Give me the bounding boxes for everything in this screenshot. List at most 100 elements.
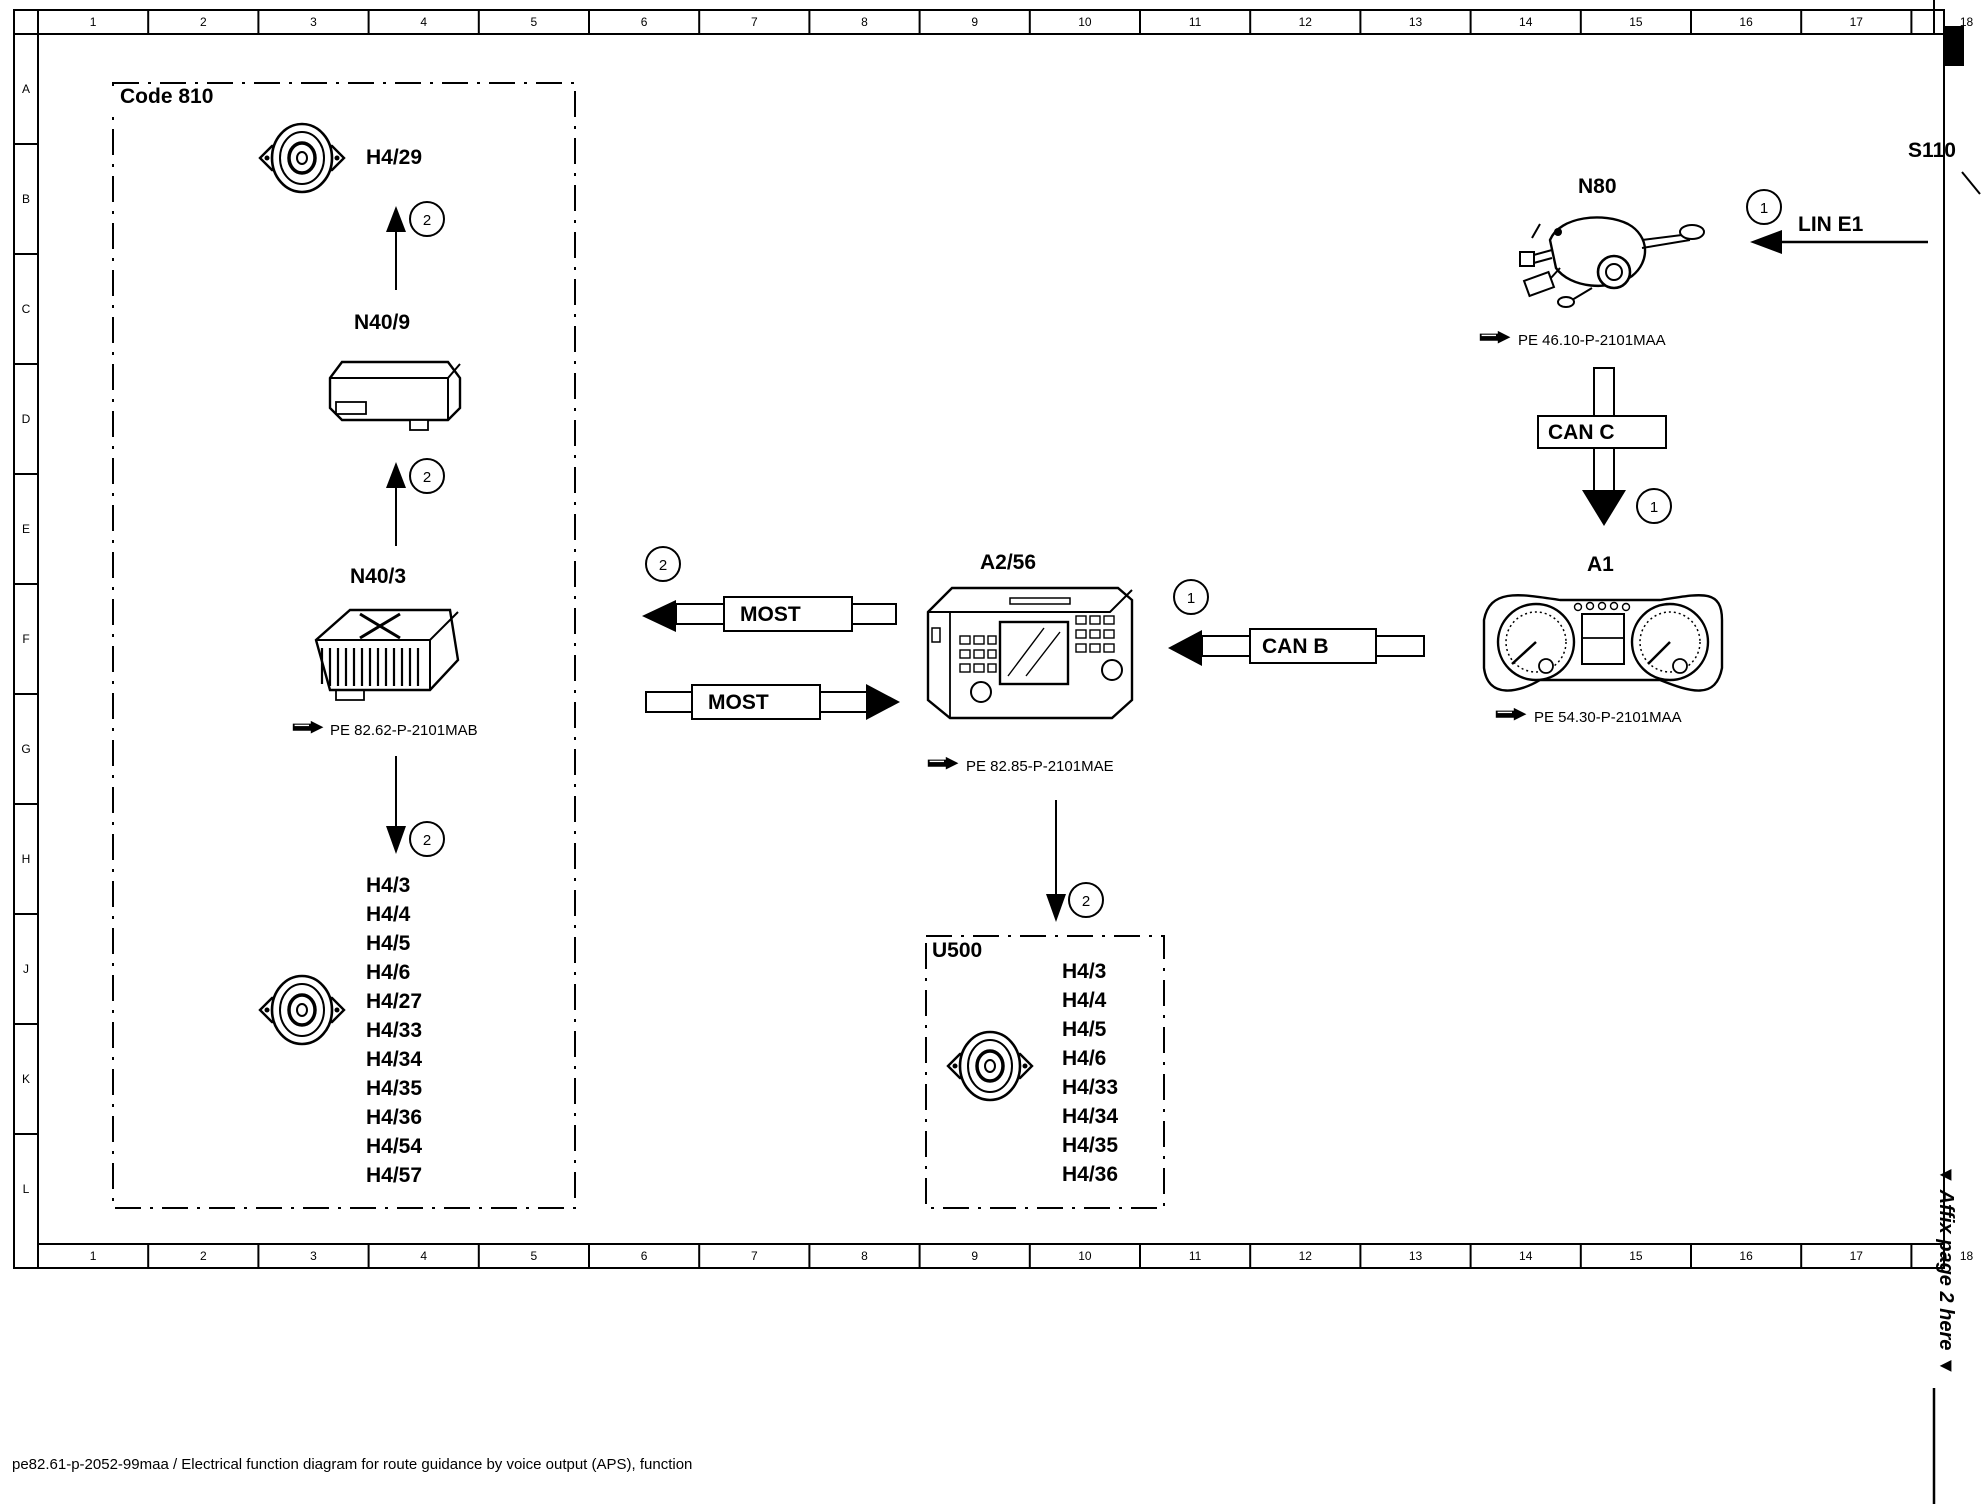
n80-label: N80 <box>1578 175 1617 198</box>
binder-mark-icon <box>1944 26 1964 66</box>
affix-note: ▼ Affix page 2 here ▼ <box>1935 1165 1957 1376</box>
marker-n40-9-up: 2 <box>423 212 431 229</box>
u500-label: U500 <box>932 939 982 962</box>
speaker-label: H4/35 <box>1062 1134 1118 1157</box>
grid-row-F: F <box>22 632 29 646</box>
grid-col-bottom-9: 9 <box>971 1249 978 1263</box>
grid-row-B: B <box>22 192 30 206</box>
grid-col-bottom-12: 12 <box>1299 1249 1313 1263</box>
n80-ref-pointer-icon <box>1479 330 1512 345</box>
speaker-label: H4/3 <box>366 874 410 897</box>
grid-col-top-3: 3 <box>310 15 317 29</box>
marker-n40-3-up: 2 <box>423 469 431 486</box>
footer-caption: pe82.61-p-2052-99maa / Electrical functi… <box>12 1456 693 1473</box>
speaker-h4-29-icon <box>258 122 346 194</box>
speaker-label: H4/5 <box>366 932 411 955</box>
grid-col-bottom-10: 10 <box>1078 1249 1092 1263</box>
grid-row-J: J <box>23 962 29 976</box>
n40-3-amplifier-icon <box>314 608 460 701</box>
grid-col-top-11: 11 <box>1189 15 1202 29</box>
n40-9-module-icon <box>328 360 462 431</box>
grid-col-bottom-18: 18 <box>1960 1249 1974 1263</box>
grid-col-bottom-2: 2 <box>200 1249 207 1263</box>
grid-col-top-6: 6 <box>641 15 648 29</box>
can-c-label: CAN C <box>1548 421 1615 444</box>
grid-col-bottom-16: 16 <box>1739 1249 1753 1263</box>
grid-col-top-4: 4 <box>420 15 427 29</box>
grid-col-top-7: 7 <box>751 15 758 29</box>
grid-col-top-2: 2 <box>200 15 207 29</box>
can-c-bus-box <box>1537 415 1667 449</box>
grid-col-top-16: 16 <box>1739 15 1753 29</box>
grid-col-bottom-11: 11 <box>1189 1249 1202 1263</box>
grid-col-bottom-8: 8 <box>861 1249 868 1263</box>
grid-col-bottom-1: 1 <box>90 1249 97 1263</box>
can-c-arrowhead <box>1582 490 1626 526</box>
grid-row-E: E <box>22 522 30 536</box>
speaker-label: H4/4 <box>366 903 411 926</box>
code-810-boundary <box>112 82 576 1209</box>
a2-56-label: A2/56 <box>980 551 1036 574</box>
code-810-label: Code 810 <box>120 85 213 108</box>
speaker-group-left-icon <box>258 974 346 1046</box>
grid-row-C: C <box>22 302 31 316</box>
grid-col-bottom-14: 14 <box>1519 1249 1533 1263</box>
most-out-bus-box <box>723 596 853 632</box>
grid-row-G: G <box>21 742 30 756</box>
a1-ref-pointer-icon <box>1495 707 1528 722</box>
speaker-label: H4/57 <box>366 1164 422 1187</box>
speaker-label: H4/4 <box>1062 989 1107 1012</box>
grid-row-K: K <box>22 1072 30 1086</box>
grid-row-L: L <box>23 1182 30 1196</box>
grid-col-top-18: 18 <box>1960 15 1974 29</box>
speaker-label: H4/6 <box>366 961 410 984</box>
most-out-arrowhead <box>642 600 676 632</box>
a1-ref: PE 54.30-P-2101MAA <box>1534 709 1682 726</box>
grid-col-top-9: 9 <box>971 15 978 29</box>
n80-ref: PE 46.10-P-2101MAA <box>1518 332 1666 349</box>
speaker-group-left-labels: H4/3H4/4H4/5H4/6H4/27H4/33H4/34H4/35H4/3… <box>366 874 422 1187</box>
grid-col-top-15: 15 <box>1629 15 1643 29</box>
grid-col-top-1: 1 <box>90 15 97 29</box>
u500-boundary <box>925 935 1165 1209</box>
a1-label: A1 <box>1587 553 1614 576</box>
n40-3-ref: PE 82.62-P-2101MAB <box>330 722 478 739</box>
sheet-id: S110 <box>1908 139 1956 162</box>
grid-col-top-10: 10 <box>1078 15 1092 29</box>
speaker-h4-29-label: H4/29 <box>366 146 422 169</box>
speaker-label: H4/34 <box>1062 1105 1118 1128</box>
grid-col-bottom-17: 17 <box>1850 1249 1864 1263</box>
speaker-label: H4/36 <box>366 1106 422 1129</box>
speaker-label: H4/5 <box>1062 1018 1107 1041</box>
grid-col-bottom-3: 3 <box>310 1249 317 1263</box>
a2-56-head-unit-icon <box>926 586 1134 720</box>
most-in-label: MOST <box>708 691 769 714</box>
can-b-label: CAN B <box>1262 635 1329 658</box>
speaker-label: H4/34 <box>366 1048 422 1071</box>
marker-n40-3-down: 2 <box>423 832 431 849</box>
n40-9-label: N40/9 <box>354 311 410 334</box>
can-b-arrowhead <box>1168 630 1202 666</box>
grid-col-top-8: 8 <box>861 15 868 29</box>
grid-ticks <box>14 10 1913 1268</box>
grid-col-top-14: 14 <box>1519 15 1533 29</box>
marker-lin: 1 <box>1760 200 1768 217</box>
lin-label: LIN E1 <box>1798 213 1864 236</box>
grid-col-bottom-15: 15 <box>1629 1249 1643 1263</box>
speaker-label: H4/36 <box>1062 1163 1118 1186</box>
can-b-bus-box <box>1249 628 1377 664</box>
speaker-label: H4/35 <box>366 1077 422 1100</box>
speaker-label: H4/3 <box>1062 960 1106 983</box>
grid-row-D: D <box>22 412 31 426</box>
grid-col-bottom-4: 4 <box>420 1249 427 1263</box>
speaker-label: H4/33 <box>1062 1076 1118 1099</box>
marker-most-out: 2 <box>659 557 667 574</box>
grid-col-top-12: 12 <box>1299 15 1313 29</box>
grid-col-bottom-13: 13 <box>1409 1249 1423 1263</box>
marker-u500: 2 <box>1082 893 1090 910</box>
marker-can-b: 1 <box>1187 590 1195 607</box>
marker-can-c: 1 <box>1650 499 1658 516</box>
a2-56-ref: PE 82.85-P-2101MAE <box>966 758 1114 775</box>
